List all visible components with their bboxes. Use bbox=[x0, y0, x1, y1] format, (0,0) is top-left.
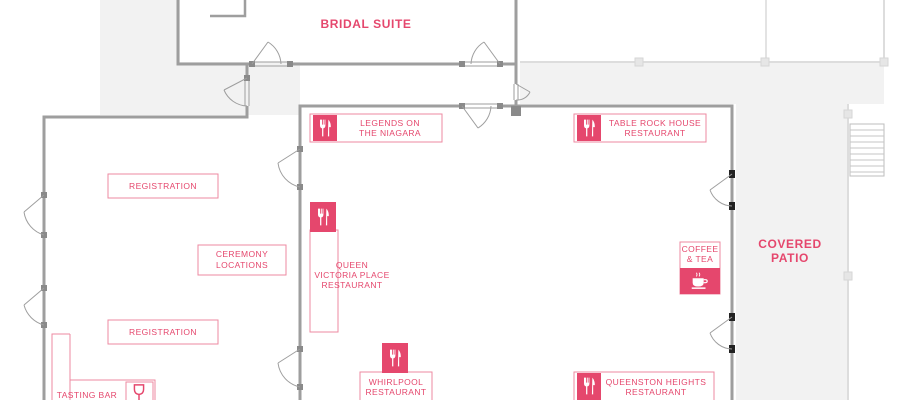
station-label: QUEENSTON HEIGHTS bbox=[606, 377, 707, 387]
bridal-suite-label: BRIDAL SUITE bbox=[321, 17, 412, 31]
stairs bbox=[849, 123, 885, 177]
table-rock-house-station[interactable]: TABLE ROCK HOUSE RESTAURANT bbox=[573, 113, 707, 143]
registration-top-station[interactable]: REGISTRATION bbox=[107, 173, 219, 199]
station-label: REGISTRATION bbox=[129, 327, 197, 337]
station-label: RESTAURANT bbox=[626, 387, 687, 397]
station-label: CEREMONY bbox=[216, 249, 268, 259]
registration-bottom-station[interactable]: REGISTRATION bbox=[107, 319, 219, 345]
door-swings bbox=[23, 41, 733, 388]
station-label: COFFEE bbox=[682, 244, 719, 254]
station-label: & TEA bbox=[687, 254, 713, 264]
station-label: RESTAURANT bbox=[322, 280, 383, 290]
station-label: THE NIAGARA bbox=[359, 128, 421, 138]
coffee-tea-station[interactable]: COFFEE & TEA bbox=[679, 241, 721, 295]
station-label: WHIRLPOOL bbox=[369, 377, 424, 387]
walls bbox=[42, 0, 734, 400]
station-label: TABLE ROCK HOUSE bbox=[609, 118, 701, 128]
svg-text:COVERED: COVERED bbox=[758, 237, 822, 251]
station-label: LOCATIONS bbox=[216, 260, 268, 270]
station-label: REGISTRATION bbox=[129, 181, 197, 191]
station-label: VICTORIA PLACE bbox=[314, 270, 389, 280]
station-label: RESTAURANT bbox=[366, 387, 427, 397]
outdoor-areas bbox=[100, 0, 889, 400]
queenston-heights-station[interactable]: QUEENSTON HEIGHTS RESTAURANT bbox=[573, 371, 715, 400]
covered-patio-label: COVERED PATIO bbox=[758, 237, 822, 265]
whirlpool-station[interactable]: WHIRLPOOL RESTAURANT bbox=[359, 343, 433, 400]
station-label: QUEEN bbox=[336, 260, 368, 270]
tasting-bar-station[interactable]: TASTING BAR bbox=[51, 333, 156, 400]
queen-victoria-place-station[interactable]: QUEEN VICTORIA PLACE RESTAURANT bbox=[309, 202, 390, 333]
station-label: RESTAURANT bbox=[625, 128, 686, 138]
station-label: TASTING BAR bbox=[57, 390, 117, 400]
station-label: LEGENDS ON bbox=[360, 118, 420, 128]
svg-text:PATIO: PATIO bbox=[771, 251, 809, 265]
ceremony-locations-station[interactable]: CEREMONY LOCATIONS bbox=[197, 244, 287, 276]
legends-on-the-niagara-station[interactable]: LEGENDS ON THE NIAGARA bbox=[309, 113, 443, 143]
